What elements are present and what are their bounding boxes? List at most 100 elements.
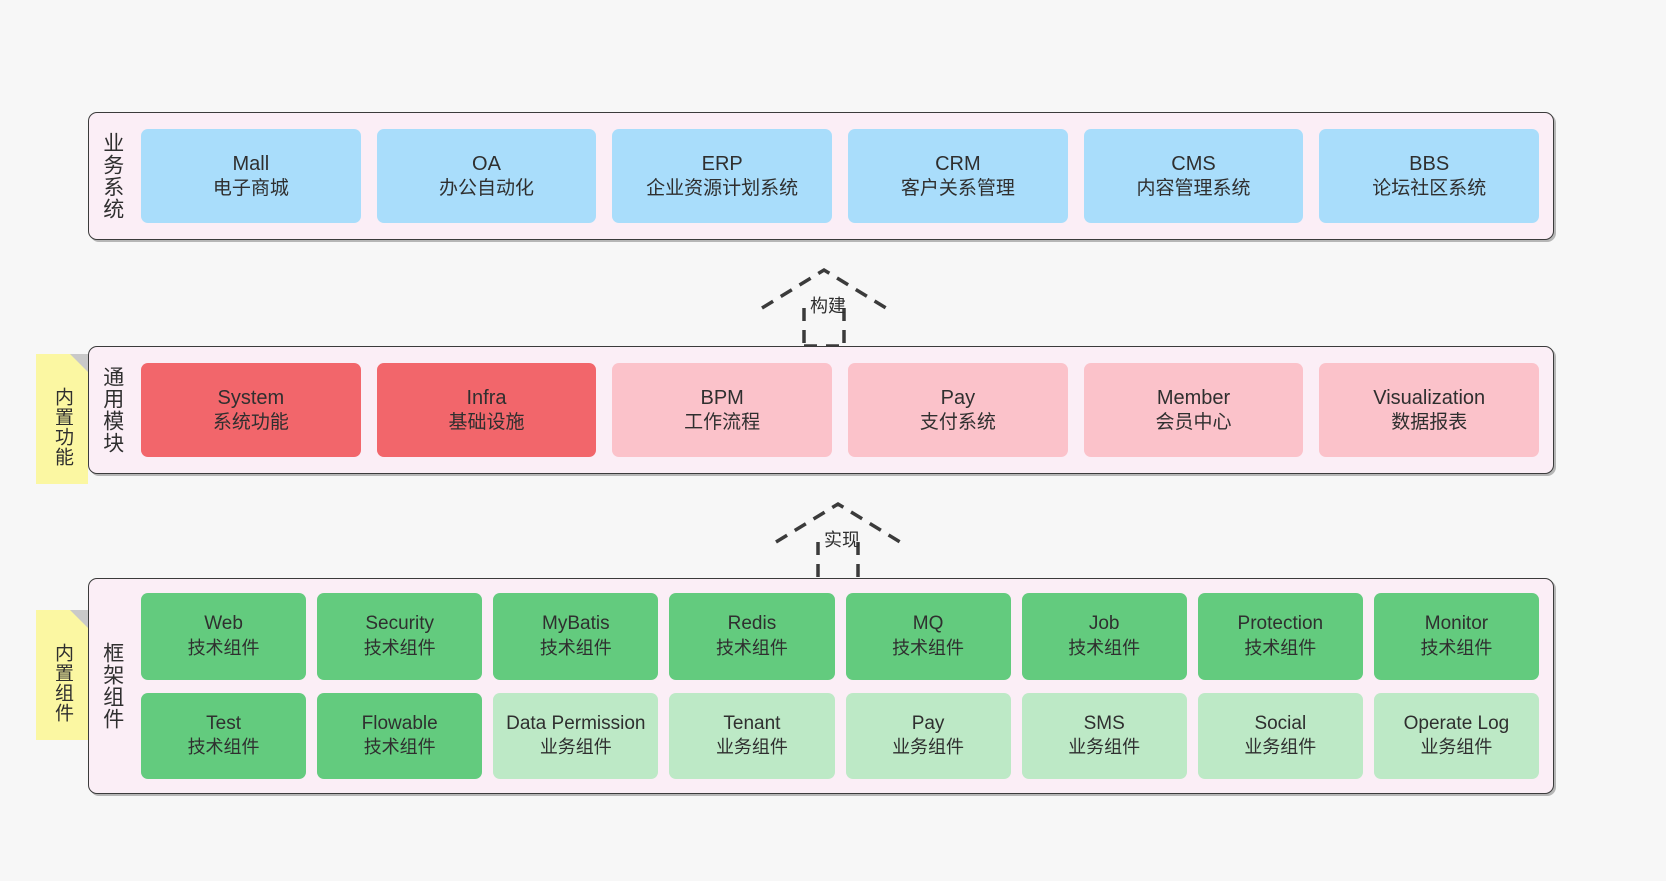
module-column: Pay 支付系统 [848, 363, 1068, 457]
component-column: MQ 技术组件 Pay 业务组件 [845, 593, 1011, 779]
module-name-en: Infra [466, 386, 507, 409]
component-name-en: Monitor [1424, 613, 1489, 635]
component-type-cn: 业务组件 [539, 737, 612, 758]
module-name-en: Pay [940, 386, 976, 409]
module-name-en: OA [472, 152, 501, 175]
module-name-cn: 支付系统 [919, 411, 996, 433]
component-card-protection[interactable]: Protection 技术组件 [1197, 593, 1363, 680]
module-card-member[interactable]: Member 会员中心 [1083, 363, 1304, 457]
component-type-cn: 技术组件 [539, 637, 612, 658]
layer-framework-components: 框架组件 Web 技术组件 Test 技术组件 Security 技术组件 F [88, 578, 1554, 794]
component-name-en: Tenant [723, 712, 781, 734]
module-name-cn: 数据报表 [1391, 411, 1468, 433]
module-name-cn: 系统功能 [212, 411, 289, 433]
layer-framework-components-body: Web 技术组件 Test 技术组件 Security 技术组件 Flowabl… [135, 579, 1553, 793]
module-card-oa[interactable]: OA 办公自动化 [376, 129, 597, 223]
component-name-en: Job [1088, 613, 1120, 635]
module-column: Member 会员中心 [1083, 363, 1304, 457]
module-card-cms[interactable]: CMS 内容管理系统 [1083, 129, 1304, 223]
module-card-infra[interactable]: Infra 基础设施 [376, 363, 597, 457]
module-name-en: CMS [1171, 152, 1216, 175]
component-type-cn: 技术组件 [1244, 637, 1317, 658]
component-name-en: Web [204, 613, 243, 635]
component-card-test[interactable]: Test 技术组件 [141, 692, 307, 779]
module-card-erp[interactable]: ERP 企业资源计划系统 [612, 129, 833, 223]
module-name-en: Visualization [1373, 386, 1486, 409]
component-card-sms[interactable]: SMS 业务组件 [1021, 692, 1187, 779]
module-card-pay[interactable]: Pay 支付系统 [848, 363, 1068, 457]
component-name-en: Flowable [361, 712, 438, 734]
module-name-en: Member [1156, 386, 1231, 409]
module-column: BBS 论坛社区系统 [1319, 129, 1540, 223]
module-name-en: CRM [935, 152, 981, 175]
layer-business-systems: 业务系统 Mall 电子商城 OA 办公自动化 ERP 企业资源计划系统 [88, 112, 1554, 240]
component-name-en: MyBatis [542, 613, 610, 635]
component-type-cn: 技术组件 [187, 637, 260, 658]
module-column: BPM 工作流程 [612, 363, 833, 457]
module-column: System 系统功能 [141, 363, 361, 457]
module-card-mall[interactable]: Mall 电子商城 [141, 129, 361, 223]
component-card-web[interactable]: Web 技术组件 [141, 593, 307, 680]
component-type-cn: 技术组件 [187, 737, 260, 758]
module-card-crm[interactable]: CRM 客户关系管理 [848, 129, 1068, 223]
component-card-security[interactable]: Security 技术组件 [317, 593, 483, 680]
layer-common-modules-body: System 系统功能 Infra 基础设施 BPM 工作流程 Pay [135, 347, 1553, 473]
module-name-cn: 办公自动化 [439, 177, 535, 199]
component-card-mq[interactable]: MQ 技术组件 [845, 593, 1011, 680]
component-card-pay[interactable]: Pay 业务组件 [845, 692, 1011, 779]
component-card-flowable[interactable]: Flowable 技术组件 [317, 692, 483, 779]
component-type-cn: 技术组件 [363, 637, 436, 658]
module-card-system[interactable]: System 系统功能 [141, 363, 361, 457]
module-card-bbs[interactable]: BBS 论坛社区系统 [1319, 129, 1540, 223]
module-card-visualization[interactable]: Visualization 数据报表 [1319, 363, 1540, 457]
component-type-cn: 技术组件 [1420, 637, 1493, 658]
module-name-cn: 论坛社区系统 [1372, 177, 1487, 199]
layer-common-modules-title: 通用模块 [100, 366, 124, 454]
module-name-en: Mall [232, 152, 270, 175]
component-name-en: Operate Log [1403, 712, 1510, 734]
module-name-en: BPM [700, 386, 744, 409]
component-name-en: Security [365, 613, 434, 635]
component-name-en: Pay [911, 712, 945, 734]
sticky-note-builtin-components: 内置组件 [36, 610, 88, 740]
module-name-cn: 内容管理系统 [1136, 177, 1251, 199]
layer-business-systems-body: Mall 电子商城 OA 办公自动化 ERP 企业资源计划系统 CRM [135, 113, 1553, 239]
module-column: OA 办公自动化 [376, 129, 597, 223]
component-card-job[interactable]: Job 技术组件 [1021, 593, 1187, 680]
module-column: Mall 电子商城 [141, 129, 361, 223]
component-column: Protection 技术组件 Social 业务组件 [1197, 593, 1363, 779]
layer-common-modules: 通用模块 System 系统功能 Infra 基础设施 BPM 工作流程 [88, 346, 1554, 474]
arrow-shaft-dashed [816, 542, 860, 582]
component-card-monitor[interactable]: Monitor 技术组件 [1373, 593, 1539, 680]
component-card-operate-log[interactable]: Operate Log 业务组件 [1373, 692, 1539, 779]
component-card-tenant[interactable]: Tenant 业务组件 [669, 692, 835, 779]
component-type-cn: 业务组件 [1244, 737, 1317, 758]
component-type-cn: 技术组件 [1068, 637, 1141, 658]
component-column: Job 技术组件 SMS 业务组件 [1021, 593, 1187, 779]
component-name-en: Protection [1237, 613, 1324, 635]
component-column: Monitor 技术组件 Operate Log 业务组件 [1373, 593, 1539, 779]
component-card-data-permission[interactable]: Data Permission 业务组件 [493, 692, 659, 779]
module-name-en: BBS [1409, 152, 1450, 175]
component-card-social[interactable]: Social 业务组件 [1197, 692, 1363, 779]
connector-build-label: 构建 [810, 296, 846, 316]
component-type-cn: 业务组件 [1420, 737, 1493, 758]
component-name-en: Social [1254, 712, 1307, 734]
component-type-cn: 业务组件 [715, 737, 788, 758]
component-card-mybatis[interactable]: MyBatis 技术组件 [493, 593, 659, 680]
module-name-cn: 企业资源计划系统 [646, 177, 799, 199]
component-name-en: Data Permission [506, 712, 646, 734]
arrow-head-dashed [775, 501, 901, 544]
module-column: CMS 内容管理系统 [1083, 129, 1304, 223]
component-column: Redis 技术组件 Tenant 业务组件 [669, 593, 835, 779]
component-card-redis[interactable]: Redis 技术组件 [669, 593, 835, 680]
connector-implement-label: 实现 [824, 530, 860, 550]
module-name-en: ERP [701, 152, 743, 175]
module-card-bpm[interactable]: BPM 工作流程 [612, 363, 833, 457]
component-type-cn: 技术组件 [892, 637, 965, 658]
layer-business-systems-title: 业务系统 [100, 132, 124, 220]
arrow-shaft-dashed [802, 308, 846, 348]
module-name-cn: 基础设施 [448, 411, 525, 433]
module-name-en: System [217, 386, 285, 409]
